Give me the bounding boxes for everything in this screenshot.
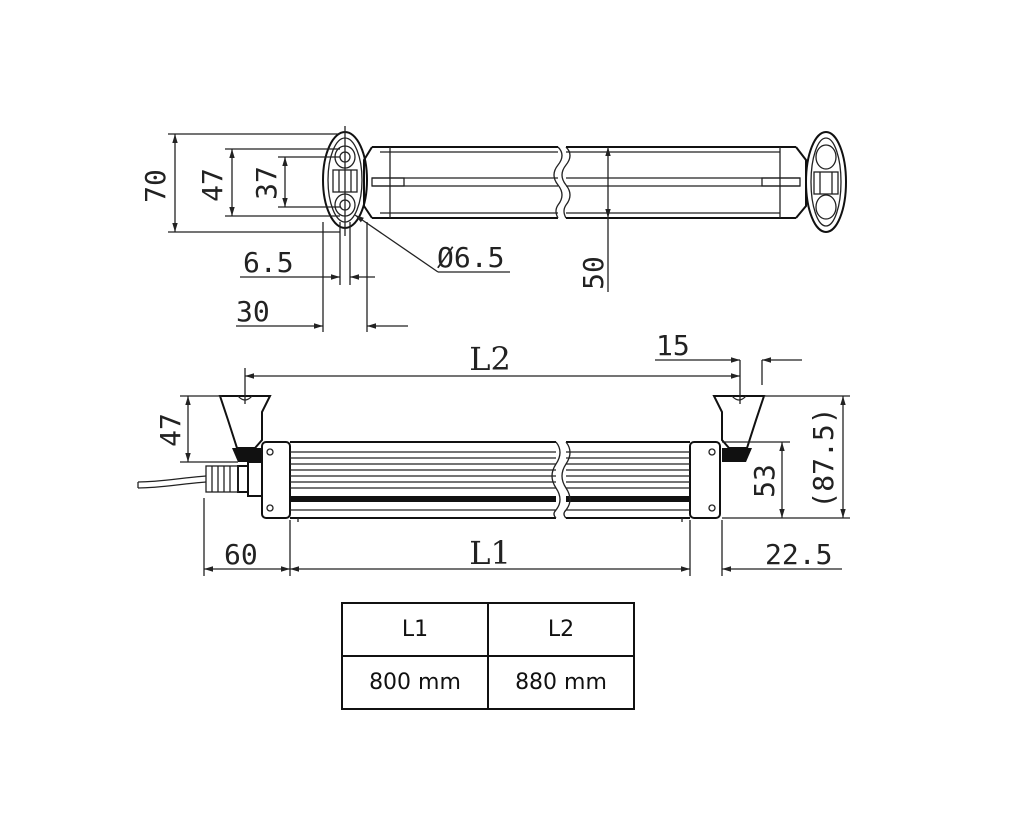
dim-50-label: 50 [577, 256, 610, 290]
dim-diameter-label: Ø6.5 [437, 241, 504, 274]
dim-22-5-label: 22.5 [765, 538, 832, 571]
dim-L1-label: L1 [469, 534, 511, 572]
right-end-cap [805, 131, 847, 233]
dim-70-label: 70 [139, 169, 172, 203]
table-header-l2: L2 [487, 602, 635, 657]
dim-6-5-label: 6.5 [243, 246, 294, 279]
table-value-l1: 800 mm [341, 655, 489, 710]
dim-37-label: 37 [250, 166, 283, 200]
table-value-l2: 880 mm [487, 655, 635, 710]
side-view: L2 15 47 53 (87.5) 60 L1 22.5 [137, 329, 850, 576]
right-bracket [712, 395, 766, 462]
side-body [290, 441, 690, 522]
dim-15-label: 15 [656, 329, 690, 362]
dim-47-top-label: 47 [196, 168, 229, 202]
length-spec-table: L1 L2 800 mm 880 mm [341, 602, 635, 710]
dim-53-label: 53 [748, 464, 781, 498]
top-view: 70 47 37 6.5 Ø6.5 30 50 [139, 126, 847, 332]
dim-L2-label: L2 [469, 340, 511, 378]
left-end-cap [322, 126, 368, 236]
left-bracket [218, 395, 272, 462]
dim-47-side-label: 47 [154, 413, 187, 447]
table-value-row: 800 mm 880 mm [341, 655, 635, 710]
dim-60-label: 60 [224, 538, 258, 571]
dim-87-5-label: (87.5) [807, 407, 840, 508]
cable-connector [137, 461, 263, 497]
table-header-l1: L1 [341, 602, 489, 657]
table-header-row: L1 L2 [341, 602, 635, 657]
top-body [363, 146, 807, 219]
dim-30-label: 30 [236, 295, 270, 328]
